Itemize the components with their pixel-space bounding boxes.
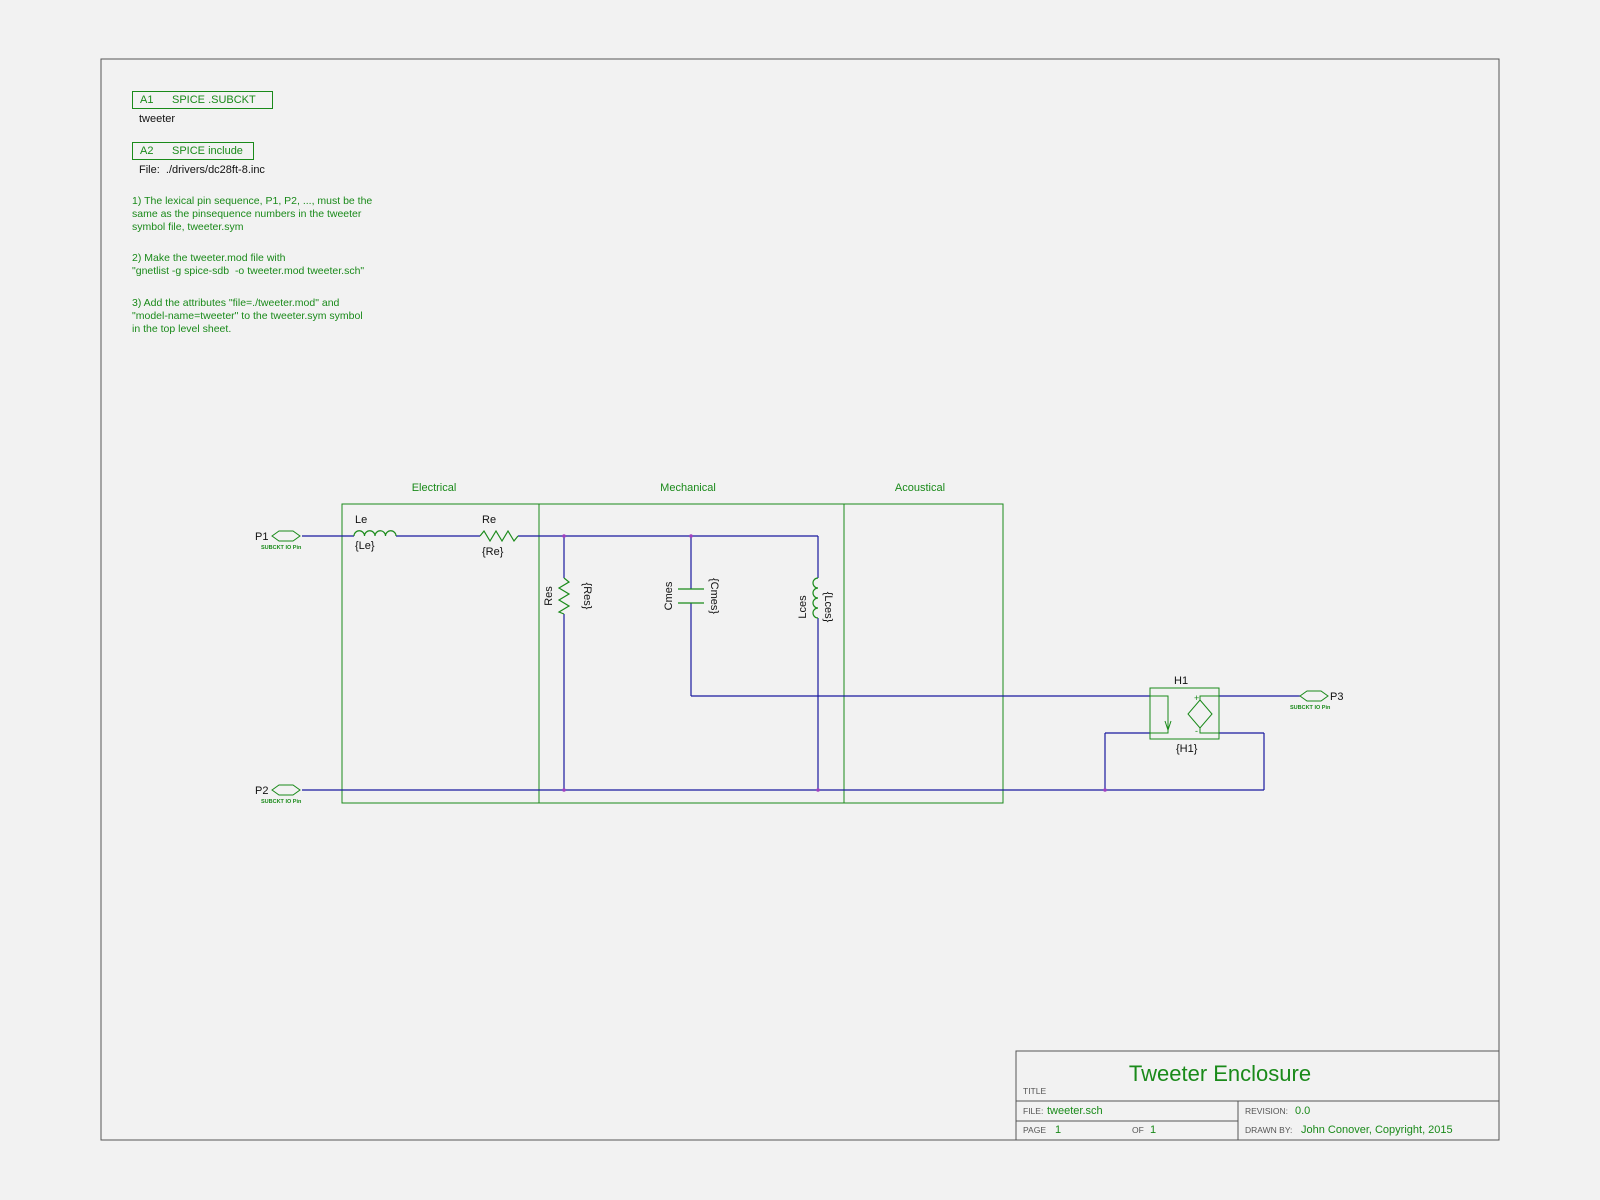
spice-subckt-attribute[interactable]: A1 SPICE .SUBCKT: [132, 91, 273, 109]
source-h1-arrow-icon: [1164, 720, 1172, 732]
port-p3-symbol: [1299, 690, 1329, 702]
title-block-page: 1: [1055, 1124, 1061, 1136]
spice-subckt-value: tweeter: [139, 113, 176, 125]
title-block-of-label: OF: [1132, 1125, 1144, 1135]
acoustical-section-box: [843, 503, 1004, 804]
inductor-lces[interactable]: Lces {Lces}: [797, 577, 834, 623]
inductor-le-value: {Le}: [355, 540, 375, 552]
title-block-drawn-by-label: DRAWN BY:: [1245, 1125, 1292, 1135]
spice-include-value: File: ./drivers/dc28ft-8.inc: [139, 164, 265, 176]
wires: [302, 535, 1300, 791]
resistor-res-refdes: Res: [543, 586, 555, 606]
resistor-res[interactable]: Res {Res}: [543, 577, 593, 615]
source-h1-value: {H1}: [1176, 743, 1198, 755]
port-p3-type: SUBCKT IO Pin: [1290, 705, 1331, 711]
resistor-res-icon: [557, 577, 571, 615]
source-h1-plus: +: [1194, 693, 1199, 703]
title-block-revision-label: REVISION:: [1245, 1106, 1288, 1116]
port-p2-symbol: [271, 784, 301, 796]
title-block: [1015, 1050, 1500, 1141]
source-h1[interactable]: + - H1 {H1}: [1149, 675, 1220, 755]
note-1: 1) The lexical pin sequence, P1, P2, ...…: [132, 195, 373, 233]
title-block-page-label: PAGE: [1023, 1125, 1046, 1135]
resistor-re-value: {Re}: [482, 546, 504, 558]
source-h1-sense-path: [1150, 695, 1169, 734]
note-2: 2) Make the tweeter.mod file with "gnetl…: [132, 252, 365, 277]
title-block-title: Tweeter Enclosure: [1129, 1061, 1311, 1086]
inductor-le[interactable]: Le {Le}: [353, 514, 397, 552]
title-block-drawn-by: John Conover, Copyright, 2015: [1301, 1124, 1453, 1136]
capacitor-cmes[interactable]: Cmes {Cmes}: [663, 578, 720, 614]
spice-subckt-id: A1: [140, 94, 154, 106]
resistor-re[interactable]: Re {Re}: [479, 514, 519, 558]
port-p3[interactable]: P3 SUBCKT IO Pin: [1290, 690, 1343, 711]
electrical-section-label: Electrical: [412, 482, 457, 494]
source-h1-minus: -: [1195, 726, 1198, 736]
title-block-file-label: FILE:: [1023, 1106, 1043, 1116]
port-p2-label: P2: [255, 785, 268, 797]
source-h1-body: [1149, 687, 1220, 740]
inductor-lces-value: {Lces}: [822, 592, 834, 623]
title-block-of: 1: [1150, 1124, 1156, 1136]
port-p2-type: SUBCKT IO Pin: [261, 799, 302, 805]
inductor-lces-icon: [812, 577, 819, 619]
spice-include-attribute[interactable]: A2 SPICE include: [132, 142, 254, 160]
source-h1-refdes: H1: [1174, 675, 1188, 687]
resistor-res-value: {Res}: [581, 583, 593, 610]
title-block-revision: 0.0: [1295, 1105, 1310, 1117]
junctions: [562, 534, 1107, 792]
port-p3-label: P3: [1330, 691, 1343, 703]
port-p1-symbol: [271, 530, 301, 542]
spice-include-label: SPICE include: [172, 145, 243, 157]
title-block-title-label: TITLE: [1023, 1086, 1046, 1096]
note-3: 3) Add the attributes "file=./tweeter.mo…: [132, 297, 363, 335]
spice-subckt-label: SPICE .SUBCKT: [172, 94, 256, 106]
resistor-re-refdes: Re: [482, 514, 496, 526]
inductor-lces-refdes: Lces: [797, 595, 809, 619]
port-p2[interactable]: P2 SUBCKT IO Pin: [255, 784, 302, 805]
mechanical-section-label: Mechanical: [660, 482, 716, 494]
capacitor-cmes-refdes: Cmes: [663, 581, 675, 610]
inductor-le-icon: [353, 530, 397, 537]
port-p1[interactable]: P1 SUBCKT IO Pin: [255, 530, 302, 551]
spice-include-id: A2: [140, 145, 154, 157]
inductor-le-refdes: Le: [355, 514, 367, 526]
port-p1-label: P1: [255, 531, 268, 543]
source-h1-diamond-icon: [1187, 699, 1213, 729]
capacitor-cmes-value: {Cmes}: [708, 578, 720, 614]
port-p1-type: SUBCKT IO Pin: [261, 545, 302, 551]
title-block-file: tweeter.sch: [1047, 1105, 1103, 1117]
resistor-re-icon: [479, 529, 519, 543]
acoustical-section-label: Acoustical: [895, 482, 945, 494]
sheet-border: [100, 58, 1500, 1141]
